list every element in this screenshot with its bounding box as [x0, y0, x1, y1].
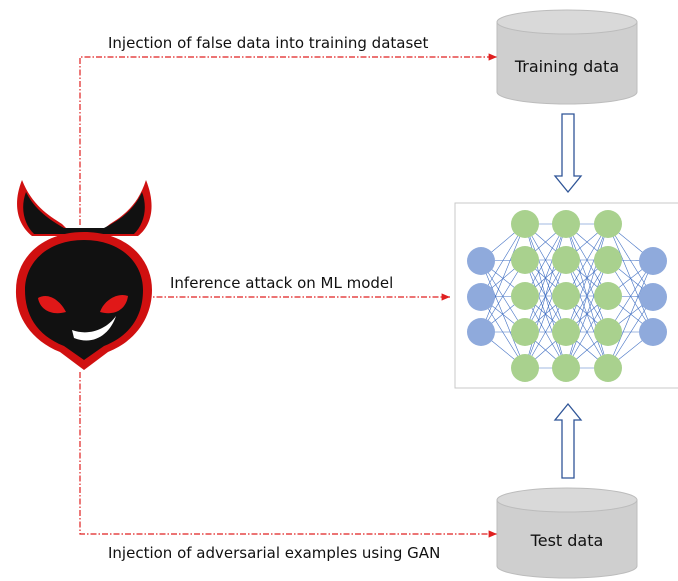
nn-hidden-node	[511, 354, 539, 382]
devil-face-icon	[15, 180, 152, 370]
nn-hidden-node	[552, 354, 580, 382]
poison-attack-arrow	[79, 53, 497, 225]
nn-hidden-node	[552, 246, 580, 274]
nn-io-node	[467, 247, 495, 275]
nn-hidden-node	[511, 210, 539, 238]
nn-edge	[607, 223, 654, 333]
up-arrow	[553, 402, 583, 479]
nn-hidden-node	[594, 246, 622, 274]
nn-edge	[480, 223, 526, 333]
nn-edge	[480, 223, 526, 298]
nn-edge	[524, 223, 567, 333]
nn-edge	[607, 296, 654, 369]
adversarial-label: Injection of adversarial examples using …	[108, 544, 440, 562]
nn-hidden-node	[552, 210, 580, 238]
nn-hidden-node	[594, 210, 622, 238]
training-data-cylinder: Training data	[496, 9, 638, 105]
nn-io-node	[467, 318, 495, 346]
nn-io-node	[639, 247, 667, 275]
nn-hidden-node	[511, 282, 539, 310]
nn-hidden-node	[511, 318, 539, 346]
nn-edge	[565, 223, 609, 333]
test-data-cylinder: Test data	[496, 487, 638, 579]
nn-nodes	[467, 210, 667, 382]
nn-hidden-node	[552, 318, 580, 346]
nn-hidden-node	[552, 282, 580, 310]
nn-hidden-node	[594, 318, 622, 346]
nn-edge	[524, 259, 567, 369]
nn-hidden-node	[594, 282, 622, 310]
training-data-label: Training data	[514, 57, 619, 76]
nn-io-node	[639, 318, 667, 346]
nn-io-node	[467, 283, 495, 311]
nn-hidden-node	[511, 246, 539, 274]
poison-label: Injection of false data into training da…	[108, 34, 429, 52]
nn-hidden-node	[594, 354, 622, 382]
test-data-label: Test data	[530, 531, 604, 550]
attack-lines	[79, 53, 497, 538]
nn-edge	[480, 259, 526, 333]
nn-io-node	[639, 283, 667, 311]
nn-edge	[607, 260, 654, 333]
down-arrow	[553, 113, 583, 194]
nn-edge	[607, 260, 654, 369]
adversarial-attack-arrow	[79, 372, 497, 538]
inference-label: Inference attack on ML model	[170, 274, 393, 292]
nn-edge	[565, 259, 609, 369]
